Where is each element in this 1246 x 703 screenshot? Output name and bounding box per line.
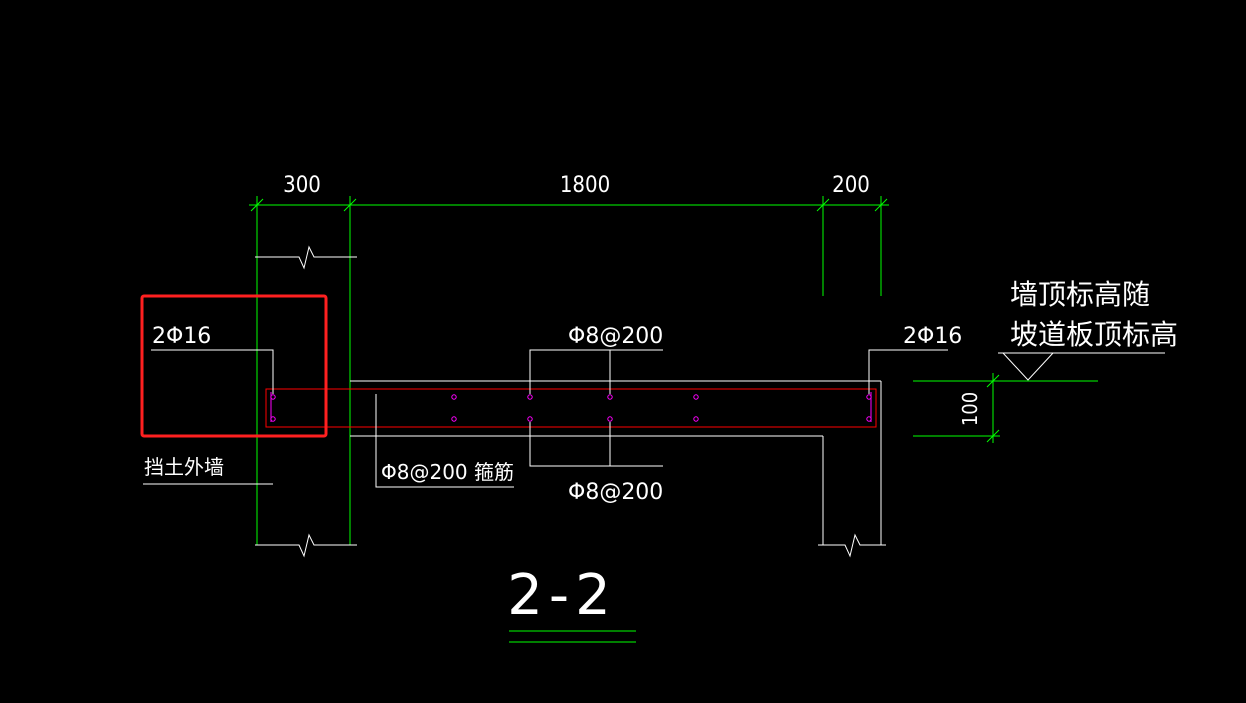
wall-outline [255, 245, 886, 558]
wall-name-label: 挡土外墙 [144, 455, 224, 479]
section-title-underline [509, 630, 636, 643]
dimension-300: 300 [283, 173, 321, 198]
section-title: 2-2 [507, 563, 616, 628]
note-line-1: 墙顶标高随 [1010, 278, 1150, 311]
rebar-dots [270, 394, 872, 422]
elevation-symbol [998, 352, 1165, 381]
right-rebar-label: 2Φ16 [903, 324, 962, 349]
leader-lines [143, 349, 948, 488]
dimension-chain [249, 196, 889, 545]
left-rebar-label: 2Φ16 [152, 324, 211, 349]
top-distribution-label: Φ8@200 [568, 324, 663, 349]
note-line-2: 坡道板顶标高 [1010, 318, 1178, 351]
dimension-200: 200 [832, 173, 870, 198]
longitudinal-bar-lines [270, 392, 872, 422]
slab-rebar-outline [265, 388, 877, 428]
highlight-box[interactable] [140, 294, 328, 438]
stirrup-label: Φ8@200 箍筋 [381, 460, 514, 484]
thickness-value: 100 [958, 392, 982, 426]
dimension-1800: 1800 [560, 173, 610, 198]
bottom-distribution-label: Φ8@200 [568, 480, 663, 505]
thickness-dimension [913, 373, 1098, 443]
